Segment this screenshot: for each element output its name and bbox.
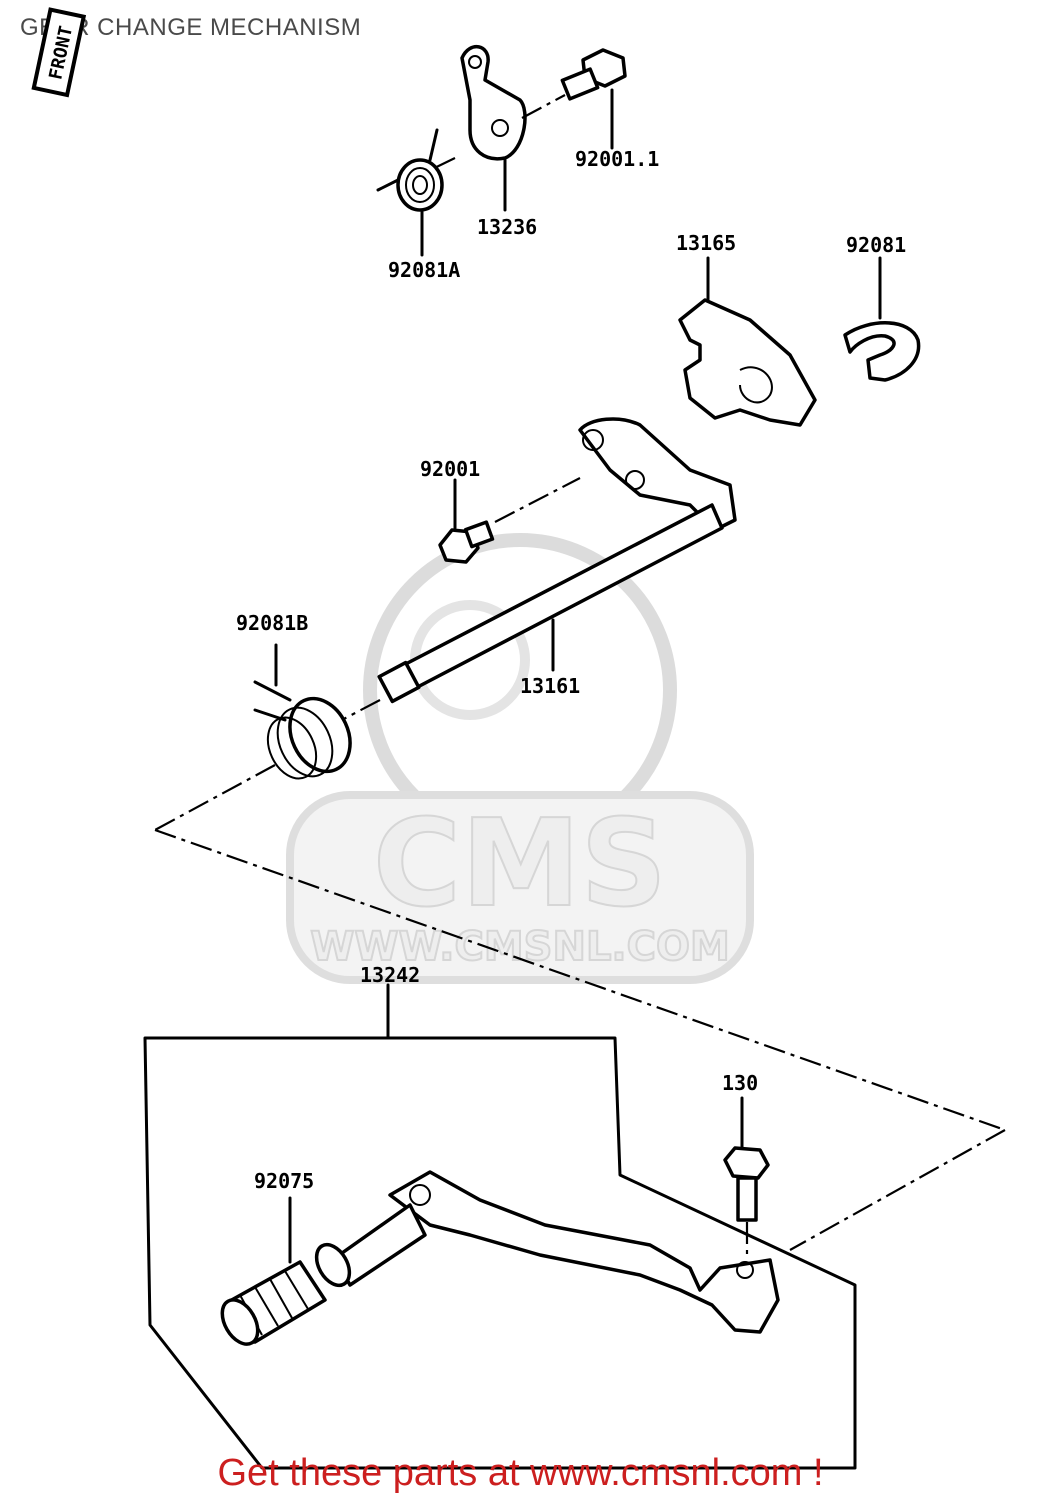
bolt-130 (723, 1096, 770, 1258)
label-13161: 13161 (520, 674, 580, 698)
plate-13236 (419, 45, 566, 212)
watermark-url: WWW.CMSNL.COM (310, 924, 730, 970)
label-130: 130 (722, 1071, 758, 1095)
label-13242: 13242 (360, 963, 420, 987)
clip-92081 (843, 256, 921, 382)
label-92001-1: 92001.1 (575, 147, 659, 171)
label-92081B: 92081B (236, 611, 308, 635)
label-92001: 92001 (420, 457, 480, 481)
label-92081: 92081 (846, 233, 906, 257)
label-13165: 13165 (676, 231, 736, 255)
label-92075: 92075 (254, 1169, 314, 1193)
part-labels: 92001.1 13236 92081A 13165 92081 92001 9… (236, 147, 906, 1193)
shaft-13161 (337, 417, 737, 723)
nut-92001 (438, 477, 581, 564)
label-13236: 13236 (477, 215, 537, 239)
promo-link[interactable]: Get these parts at www.cmsnl.com ! (217, 1452, 824, 1494)
watermark-brand: CMS (373, 795, 667, 934)
plate-13165 (678, 256, 817, 427)
front-direction-marker: FRONT (31, 7, 87, 98)
cms-watermark: CMS WWW.CMSNL.COM (286, 533, 754, 984)
spring-92081A (376, 128, 444, 257)
label-92081A: 92081A (388, 258, 460, 282)
rubber-92075 (220, 1196, 327, 1346)
bolt-92001-1 (560, 48, 627, 150)
spring-92081B (253, 643, 352, 780)
assembly-guide-lines (143, 764, 1006, 1470)
shift-pedal-13242 (314, 1170, 780, 1334)
